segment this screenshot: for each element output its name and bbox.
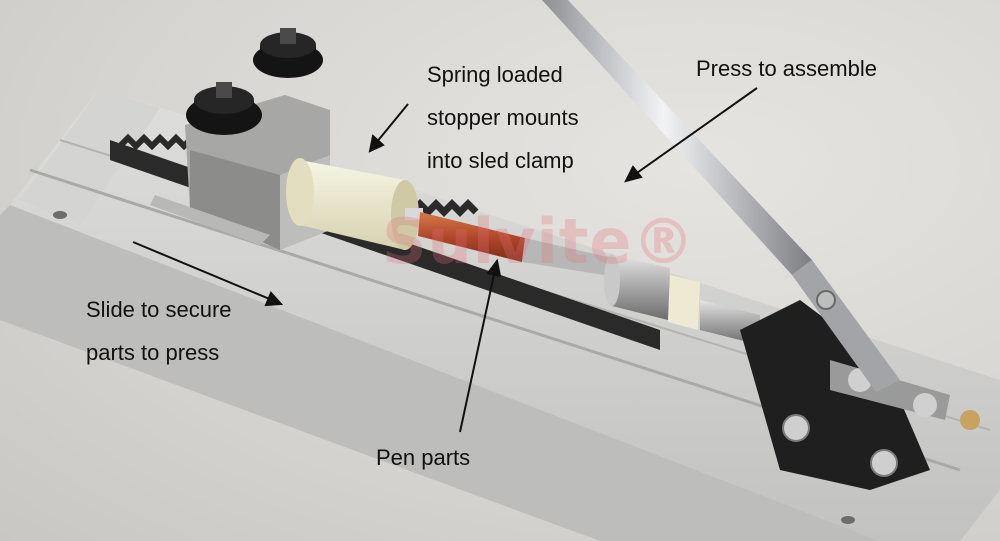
nylon-stopper [286, 158, 423, 250]
press-ram [604, 254, 760, 345]
annotation-line: Spring loaded [427, 62, 563, 87]
annotation-pen-parts: Pen parts [376, 445, 471, 470]
annotation-press: Press to assemble [696, 56, 877, 81]
annotation-slide: Slide to secure parts to press [86, 288, 232, 374]
black-knob-icon [186, 82, 262, 135]
annotation-line: stopper mounts [427, 105, 579, 130]
lever-handle [542, 0, 900, 392]
annotation-line: Slide to secure [86, 297, 232, 322]
annotation-spring-stopper: Spring loaded stopper mounts into sled c… [427, 53, 579, 182]
brand-watermark: Sulvite® [382, 205, 696, 278]
toggle-bracket [740, 300, 980, 490]
annotation-arrows [132, 87, 758, 433]
black-knob-icon [253, 28, 323, 78]
pen-parts [418, 212, 612, 276]
annotation-line: parts to press [86, 340, 220, 365]
annotation-line: into sled clamp [427, 148, 574, 173]
